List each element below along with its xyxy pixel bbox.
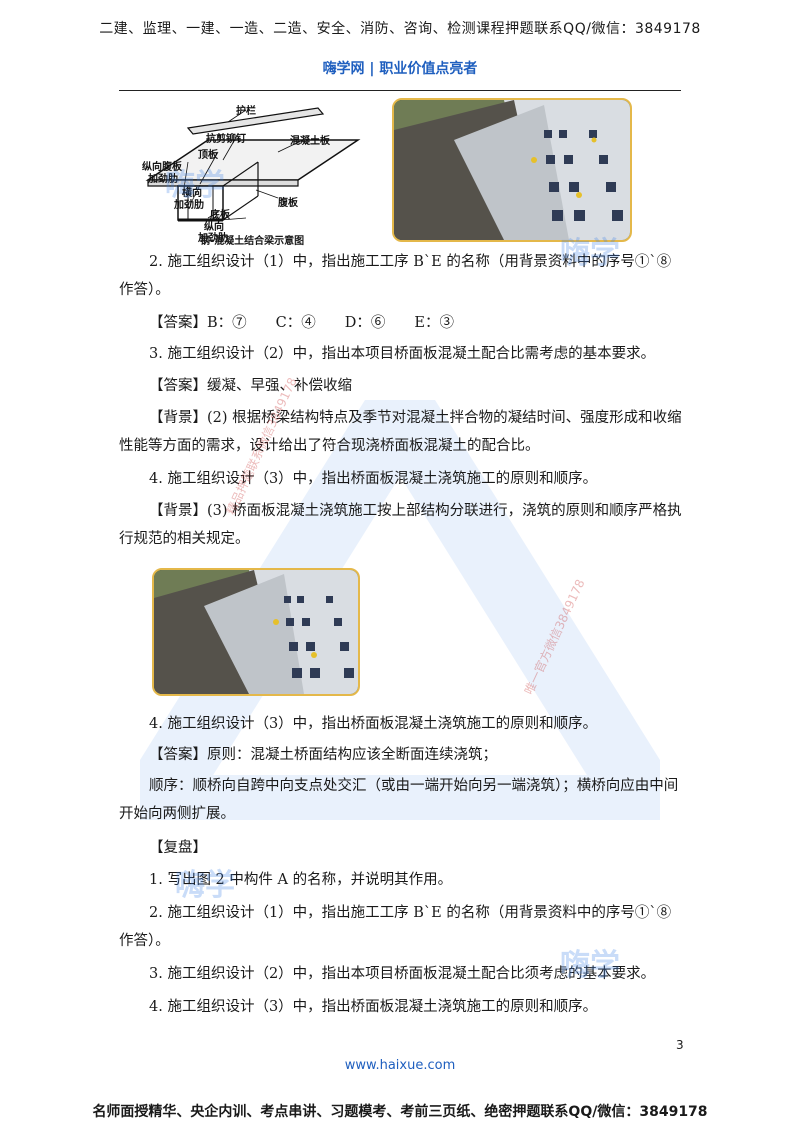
label-shear-nail: 抗剪铆钉 (206, 132, 246, 145)
label-long-web-stiffener-2: 加劲肋 (147, 172, 178, 185)
label-long-stiffener-2: 加劲肋 (197, 231, 228, 244)
brand-subtitle: 嗨学网 | 职业价值点亮者 (322, 61, 478, 77)
question-4-repeat: 4. 施工组织设计（3）中，指出桥面板混凝土浇筑施工的原则和顺序。 (149, 716, 598, 732)
watermark-logo-1: 嗨学 (165, 168, 225, 203)
question-4: 4. 施工组织设计（3）中，指出桥面板混凝土浇筑施工的原则和顺序。 (149, 471, 598, 487)
bottom-banner: 名师面授精华、央企内训、考点串讲、习题模考、考前三页纸、绝密押题联系QQ/微信：… (92, 1104, 708, 1120)
label-web-plate: 腹板 (278, 196, 299, 209)
answer-3: 【答案】缓凝、早强、补偿收缩 (149, 378, 352, 394)
diagram-caption: 钢-混凝土结合梁示意图 (200, 236, 305, 247)
page-number: 3 (676, 1038, 684, 1052)
question-3: 3. 施工组织设计（2）中，指出本项目桥面板混凝土配合比需考虑的基本要求。 (149, 346, 656, 362)
review-item-1: 1. 写出图 2 中构件 A 的名称，并说明其作用。 (149, 872, 453, 888)
bridge-deck-photo-2 (152, 568, 360, 696)
label-transverse-2: 加劲肋 (173, 198, 204, 211)
review-title: 【复盘】 (149, 840, 207, 856)
watermark-logo-3: 嗨学 (175, 868, 235, 903)
label-concrete-slab: 混凝土板 (290, 134, 331, 147)
answer-2: 【答案】B：⑦ C：④ D：⑥ E：③ (149, 315, 454, 331)
answer-4-sequence: 顺序：顺桥向自跨中向支点处交汇（或由一端开始向另一端浇筑）；横桥向应由中间开始向… (119, 778, 679, 822)
label-guardrail: 护栏 (236, 104, 256, 117)
bridge-deck-photo (392, 98, 632, 242)
top-banner: 二建、监理、一建、一造、二造、安全、消防、咨询、检测课程押题联系QQ/微信：38… (99, 21, 701, 37)
label-transverse-1: 横向 (182, 186, 202, 199)
answer-4-principle: 【答案】原则：混凝土桥面结构应该全断面连续浇筑； (149, 747, 497, 763)
label-long-web-stiffener-1: 纵向腹板 (142, 160, 183, 173)
watermark-logo-4: 嗨学 (560, 948, 620, 983)
question-2: 2. 施工组织设计（1）中，指出施工工序 B`E 的名称（用背景资料中的序号①`… (119, 254, 672, 298)
label-top-plate: 顶板 (198, 148, 219, 161)
label-long-stiffener-1: 纵向 (204, 220, 224, 233)
header-divider (119, 90, 681, 91)
background-2: 【背景】(2) 根据桥梁结构特点及季节对混凝土拌合物的凝结时间、强度形成和收缩性… (119, 410, 682, 454)
review-item-4: 4. 施工组织设计（3）中，指出桥面板混凝土浇筑施工的原则和顺序。 (149, 999, 598, 1015)
background-3: 【背景】(3) 桥面板混凝土浇筑施工按上部结构分联进行，浇筑的原则和顺序严格执行… (119, 503, 682, 547)
steel-concrete-beam-diagram: 护栏 抗剪铆钉 混凝土板 顶板 纵向腹板 加劲肋 横向 加劲肋 底板 腹板 纵向… (142, 104, 361, 244)
footer-url[interactable]: www.haixue.com (344, 1058, 456, 1073)
review-item-3: 3. 施工组织设计（2）中，指出本项目桥面板混凝土配合比须考虑的基本要求。 (149, 966, 656, 982)
watermark-logo-2: 嗨学 (560, 236, 620, 271)
review-item-2: 2. 施工组织设计（1）中，指出施工工序 B`E 的名称（用背景资料中的序号①`… (119, 905, 672, 949)
label-bottom-plate: 底板 (210, 208, 231, 221)
